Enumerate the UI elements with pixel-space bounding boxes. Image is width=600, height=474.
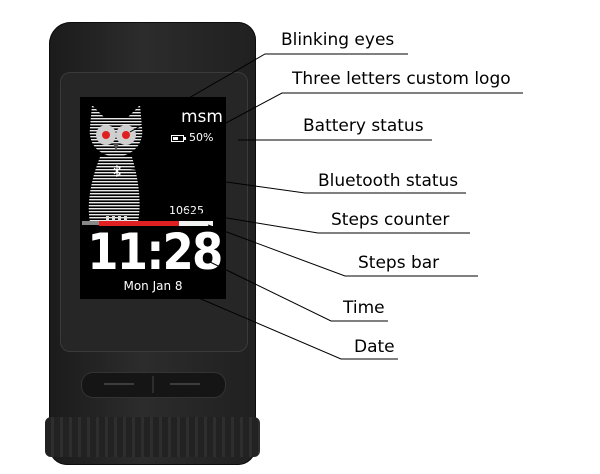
label-battery-status: Battery status xyxy=(303,116,424,136)
label-custom-logo: Three letters custom logo xyxy=(292,69,511,89)
time-display: 11:28 xyxy=(87,223,223,281)
battery-fill xyxy=(173,136,178,140)
watch-buttons xyxy=(81,372,226,398)
label-bluetooth-status: Bluetooth status xyxy=(318,171,459,191)
battery-percent: 50% xyxy=(189,131,214,144)
label-date: Date xyxy=(354,337,395,357)
left-eye xyxy=(102,131,110,139)
date-display: Mon Jan 8 xyxy=(123,279,183,293)
steps-bar xyxy=(99,221,213,226)
steps-counter: 10625 xyxy=(169,204,204,217)
label-blinking-eyes: Blinking eyes xyxy=(281,30,395,50)
right-button[interactable] xyxy=(156,377,216,391)
label-steps-counter: Steps counter xyxy=(331,210,450,230)
left-button[interactable] xyxy=(90,377,150,391)
label-time: Time xyxy=(343,298,385,318)
watch-screen: msm 50% 10625 11:28 Mon Jan 8 xyxy=(80,97,226,299)
custom-logo: msm xyxy=(181,107,223,127)
eyes-layer xyxy=(102,131,130,139)
steps-bar-fill xyxy=(99,221,179,226)
right-eye xyxy=(122,131,130,139)
bluetooth-icon xyxy=(113,165,121,177)
battery-icon xyxy=(171,134,186,142)
battery-status: 50% xyxy=(171,132,213,144)
label-steps-bar: Steps bar xyxy=(358,253,440,273)
